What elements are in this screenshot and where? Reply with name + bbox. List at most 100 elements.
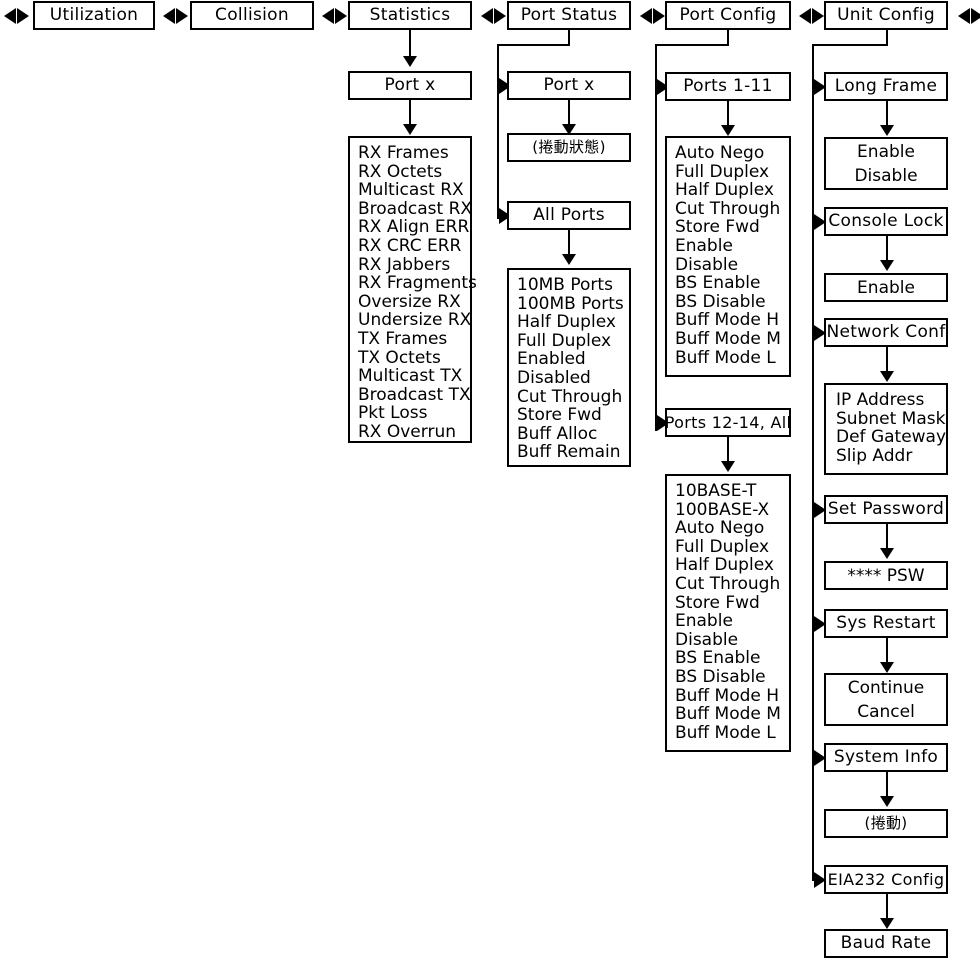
down-arrow-icon — [880, 548, 894, 559]
connector-networkconf-options — [886, 347, 888, 371]
connector-portstatus-across — [497, 44, 570, 46]
connector-unitconfig-across — [812, 44, 888, 46]
connector-unitconfig-trunk — [812, 44, 814, 881]
list-all-ports-items: 10MB Ports 100MB Ports Half Duplex Full … — [507, 268, 631, 467]
list-item: Broadcast RX — [358, 198, 473, 219]
list-item: Undersize RX — [358, 310, 472, 331]
connector-portx-statlist — [409, 100, 411, 124]
right-arrow-icon — [814, 616, 826, 632]
option-item: Cancel — [857, 701, 915, 722]
list-item: Store Fwd — [517, 405, 602, 426]
list-item: RX Overrun — [358, 421, 456, 442]
list-item: Cut Through — [517, 386, 623, 407]
node-all-ports[interactable]: All Ports — [507, 201, 631, 230]
list-item: 10MB Ports — [517, 275, 613, 295]
list-item: RX Align ERR — [358, 217, 470, 238]
options-sys-restart: Continue Cancel — [824, 673, 948, 726]
right-arrow-icon — [814, 502, 826, 518]
node-eia232-config[interactable]: EIA232 Config — [824, 865, 948, 894]
list-item: Pkt Loss — [358, 403, 428, 424]
down-arrow-icon — [562, 254, 576, 265]
menu-collision[interactable]: Collision — [190, 1, 314, 30]
connector-portx-detail — [568, 100, 570, 124]
option-item: Subnet Mask — [836, 408, 946, 429]
options-baud-rate[interactable]: Baud Rate — [824, 929, 948, 958]
left-arrow-icon — [481, 8, 493, 24]
connector-portconfig-drop — [727, 30, 729, 46]
list-item: TX Octets — [358, 347, 441, 368]
list-item: Half Duplex — [675, 180, 774, 201]
menu-port-status[interactable]: Port Status — [507, 1, 631, 30]
left-arrow-icon — [958, 8, 970, 24]
node-ports-12-14-all[interactable]: Ports 12-14, All — [665, 408, 791, 437]
node-port-status-port-x[interactable]: Port x — [507, 71, 631, 100]
list-item: Enable — [675, 235, 733, 256]
option-item: Continue — [847, 677, 925, 698]
list-item: Enabled — [517, 349, 586, 370]
options-set-password: **** PSW — [824, 561, 948, 590]
connector-portstatus-drop — [568, 30, 570, 46]
list-ports-1-11-items: Auto Nego Full Duplex Half Duplex Cut Th… — [665, 136, 791, 377]
right-arrow-icon — [814, 79, 826, 95]
list-item: 100BASE-X — [675, 499, 770, 520]
left-arrow-icon — [322, 8, 334, 24]
connector-consolelock-options — [886, 236, 888, 260]
right-arrow-icon — [17, 8, 29, 24]
list-item: Store Fwd — [675, 592, 760, 613]
menu-unit-config[interactable]: Unit Config — [824, 1, 948, 30]
connector-unitconfig-drop — [886, 30, 888, 46]
menu-port-config[interactable]: Port Config — [665, 1, 791, 30]
right-arrow-icon — [814, 325, 826, 341]
down-arrow-icon — [403, 56, 417, 67]
right-arrow-icon — [176, 8, 188, 24]
list-item: Store Fwd — [675, 217, 760, 238]
list-item: Auto Nego — [675, 143, 765, 163]
list-item: Buff Remain — [517, 442, 621, 463]
list-item: Cut Through — [675, 573, 781, 594]
right-arrow-icon — [812, 8, 824, 24]
node-network-conf[interactable]: Network Conf — [824, 318, 948, 347]
list-item: Full Duplex — [675, 161, 770, 182]
option-item: Enable — [857, 277, 915, 298]
down-arrow-icon — [721, 125, 735, 136]
list-item: RX Octets — [358, 161, 443, 182]
menu-statistics[interactable]: Statistics — [348, 1, 472, 30]
menu-utilization[interactable]: Utilization — [33, 1, 155, 30]
down-arrow-icon — [880, 371, 894, 382]
right-arrow-icon — [653, 8, 665, 24]
connector-ports1-11-list — [727, 101, 729, 125]
list-item: BS Enable — [675, 273, 761, 294]
list-item: Oversize RX — [358, 291, 461, 312]
list-item: Disable — [675, 254, 739, 275]
down-arrow-icon — [403, 124, 417, 135]
list-item: Buff Mode L — [675, 347, 776, 368]
list-item: Cut Through — [675, 198, 781, 219]
connector-systeminfo-options — [886, 772, 888, 796]
node-console-lock[interactable]: Console Lock — [824, 207, 948, 236]
list-item: Broadcast TX — [358, 384, 471, 405]
node-port-status-scroll-detail: (捲動狀態) — [507, 133, 631, 162]
node-set-password[interactable]: Set Password — [824, 495, 948, 524]
list-item: Full Duplex — [517, 330, 612, 351]
list-item: Disabled — [517, 367, 591, 388]
node-long-frame[interactable]: Long Frame — [824, 72, 948, 101]
list-statistics-items: RX Frames RX Octets Multicast RX Broadca… — [348, 136, 477, 443]
connector-portconfig-across — [655, 44, 729, 46]
connector-longframe-options — [886, 101, 888, 125]
down-arrow-icon — [880, 796, 894, 807]
connector-ports12-14-list — [727, 437, 729, 461]
option-item: Slip Addr — [836, 445, 913, 466]
down-arrow-icon — [562, 124, 576, 135]
connector-sysrestart-options — [886, 638, 888, 662]
node-ports-1-11[interactable]: Ports 1-11 — [665, 72, 791, 101]
connector-setpassword-options — [886, 524, 888, 548]
node-sys-restart[interactable]: Sys Restart — [824, 609, 948, 638]
list-item: RX CRC ERR — [358, 235, 462, 256]
list-item: Multicast TX — [358, 366, 463, 387]
node-statistics-port-x[interactable]: Port x — [348, 71, 472, 100]
connector-portconfig-trunk — [655, 44, 657, 431]
node-system-info[interactable]: System Info — [824, 743, 948, 772]
right-arrow-icon — [814, 214, 826, 230]
list-item: Buff Mode H — [675, 685, 780, 706]
